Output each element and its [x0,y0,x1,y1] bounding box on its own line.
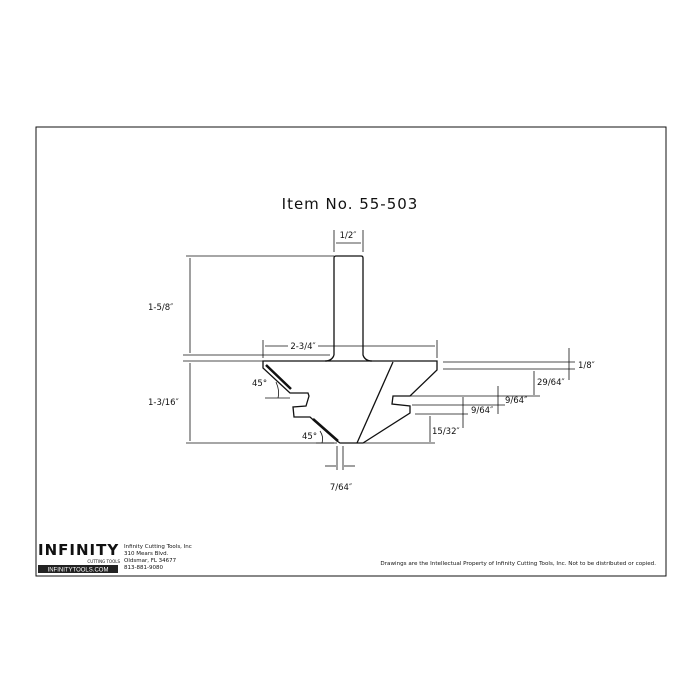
label-angle-lower: 45° [302,432,317,442]
svg-text:INFINITY: INFINITY [38,541,119,559]
svg-text:Oldsmar, FL 34677: Oldsmar, FL 34677 [124,558,177,564]
label-cut-height: 1-3/16″ [148,398,179,408]
label-bottom-step: 15/32″ [432,427,460,437]
company-address: Infinity Cutting Tools, Inc 310 Mears Bl… [124,544,192,571]
dimension-lines [183,230,575,470]
svg-text:Infinity Cutting Tools, Inc: Infinity Cutting Tools, Inc [124,544,192,550]
svg-text:813-881-9080: 813-881-9080 [124,565,163,571]
inner-edge [356,361,394,444]
label-step-c: 9/64″ [471,406,493,416]
label-step-b: 9/64″ [505,396,527,406]
company-logo: INFINITY CUTTING TOOLS INFINITYTOOLS.COM [38,541,120,574]
shank [333,255,373,362]
body-outline [262,360,438,444]
drawing-title: Item No. 55-503 [282,195,419,213]
label-angle-upper: 45° [252,379,267,389]
label-shank-length: 1-5/8″ [148,303,173,313]
router-bit-profile [262,255,438,444]
copyright-notice: Drawings are the Intellectual Property o… [380,561,656,567]
svg-text:INFINITYTOOLS.COM: INFINITYTOOLS.COM [48,568,109,574]
svg-text:310 Mears Blvd.: 310 Mears Blvd. [124,551,169,557]
label-cut-dia: 2-3/4″ [290,342,315,352]
label-step-a: 29/64″ [537,378,565,388]
svg-text:CUTTING TOOLS: CUTTING TOOLS [87,559,120,564]
label-shank-dia: 1/2″ [340,231,357,241]
label-top-step: 1/8″ [578,361,595,371]
label-tip-width: 7/64″ [330,483,352,493]
dimension-labels: 1/2″ 1-5/8″ 2-3/4″ 1-3/16″ 45° 45° 7/64″… [148,231,595,493]
sheet-border [35,126,667,577]
